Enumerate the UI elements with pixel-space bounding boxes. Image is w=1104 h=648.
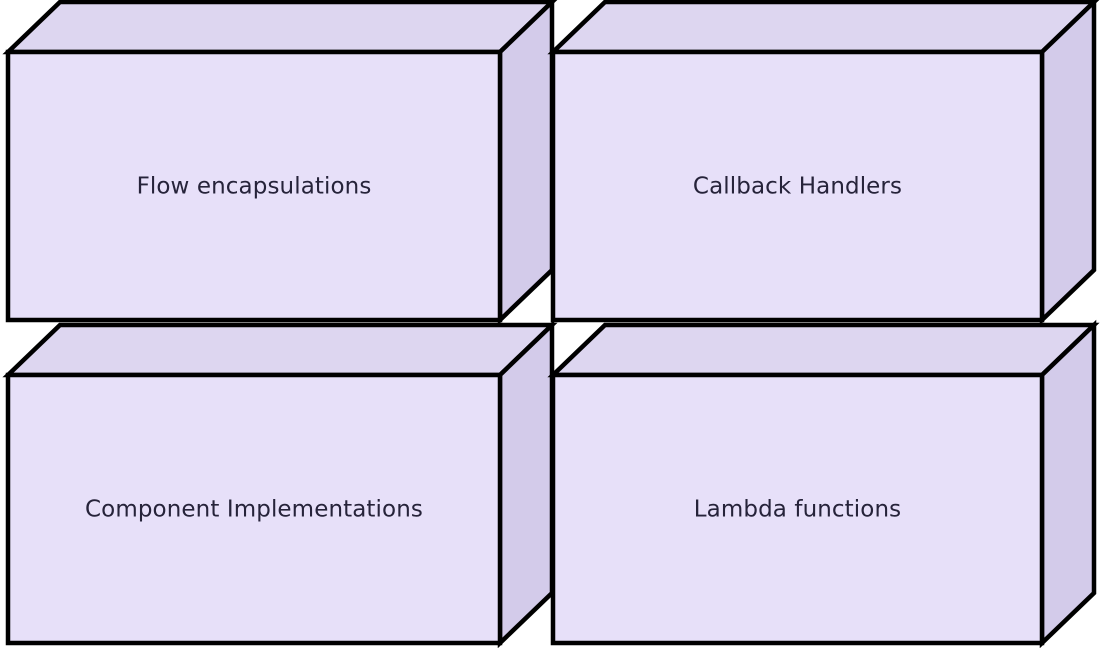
box-label-lambda-functions: Lambda functions bbox=[694, 497, 901, 523]
box-callback-handlers[interactable]: Callback Handlers bbox=[547, 0, 1100, 326]
box-side-face-component-implementations bbox=[497, 319, 555, 648]
box-front-face-callback-handlers bbox=[550, 49, 1045, 323]
box-top-face-flow-encapsulations bbox=[2, 0, 558, 55]
box-top-face-callback-handlers bbox=[547, 0, 1100, 55]
box-component-implementations[interactable]: Component Implementations bbox=[2, 319, 558, 648]
box-label-component-implementations: Component Implementations bbox=[85, 497, 423, 523]
box-front-face-component-implementations bbox=[5, 372, 503, 646]
box-top-face-component-implementations bbox=[2, 322, 558, 378]
box-lambda-functions[interactable]: Lambda functions bbox=[547, 319, 1100, 648]
box-flow-encapsulations[interactable]: Flow encapsulations bbox=[2, 0, 558, 326]
box-side-face-lambda-functions bbox=[1039, 319, 1097, 648]
box-label-flow-encapsulations: Flow encapsulations bbox=[137, 174, 372, 200]
box-side-face-callback-handlers bbox=[1039, 0, 1097, 326]
box-front-face-lambda-functions bbox=[550, 372, 1045, 646]
box-top-face-lambda-functions bbox=[547, 322, 1100, 378]
box-label-callback-handlers: Callback Handlers bbox=[693, 174, 902, 200]
box-side-face-flow-encapsulations bbox=[497, 0, 555, 326]
box-front-face-flow-encapsulations bbox=[5, 49, 503, 323]
